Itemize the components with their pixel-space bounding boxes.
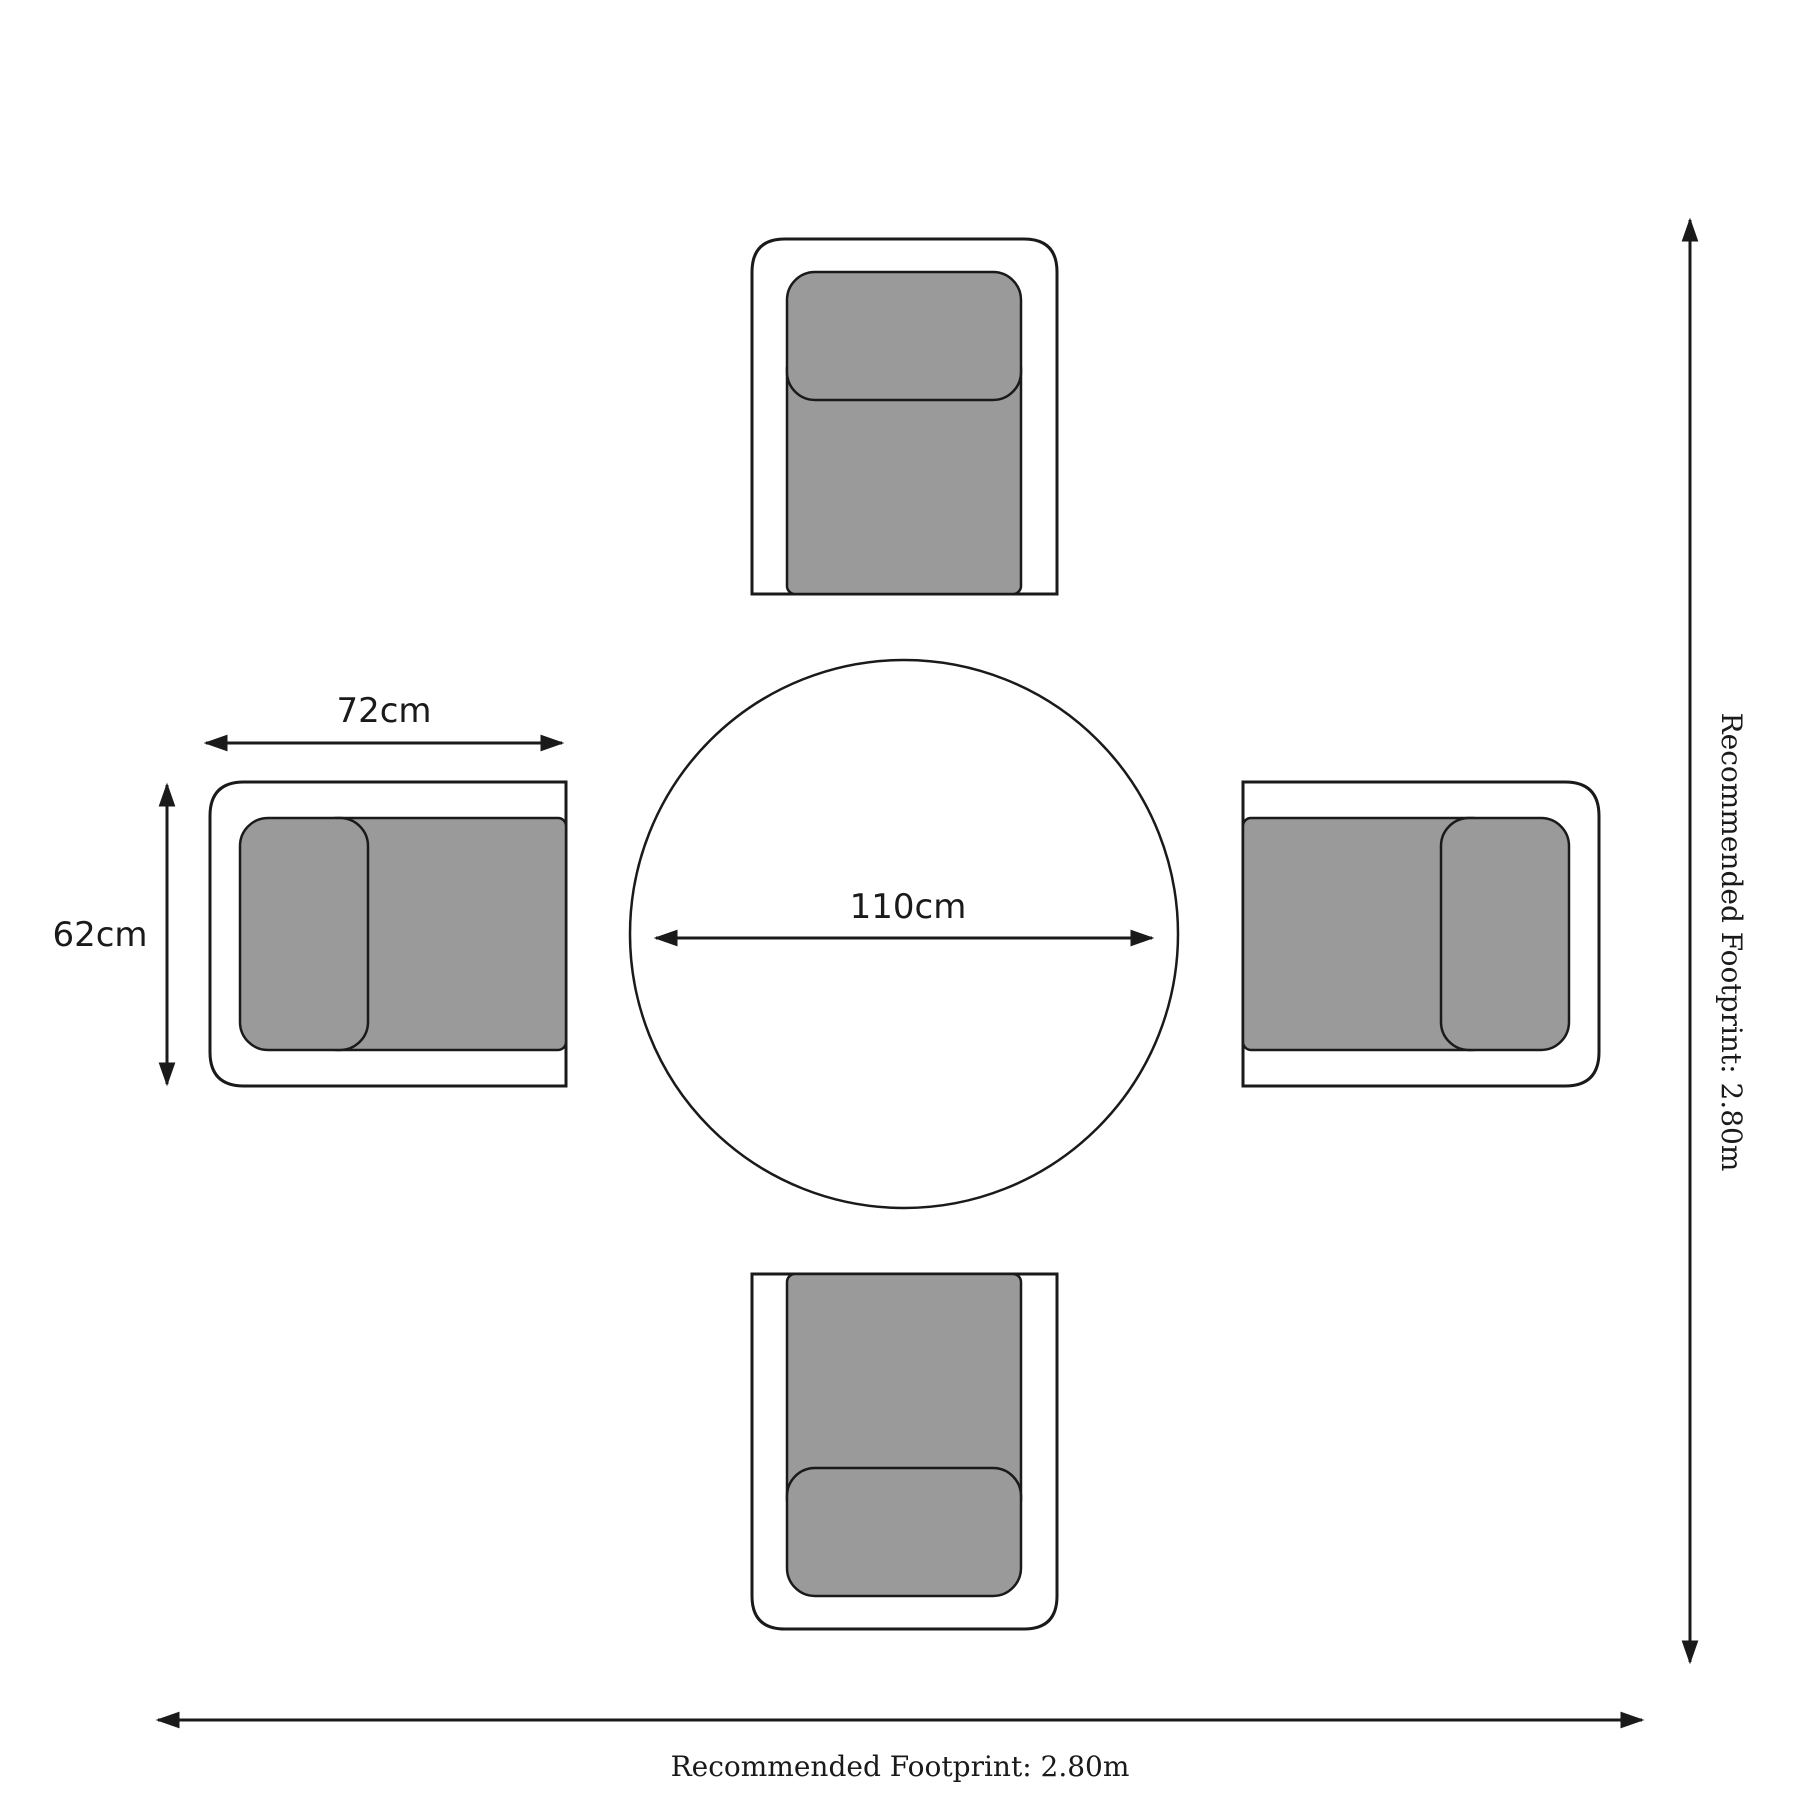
round-table — [628, 658, 1180, 1210]
chair-right-back-cushion — [1439, 816, 1571, 1052]
table-diameter-label: 110cm — [850, 887, 967, 927]
chair-top-back-cushion — [785, 270, 1023, 402]
chair-left-back-cushion — [238, 816, 370, 1052]
chair-bottom — [750, 1272, 1059, 1631]
chair-left — [208, 780, 568, 1088]
chair-right — [1241, 780, 1601, 1088]
footprint-horizontal-label: Recommended Footprint: 2.80m — [671, 1750, 1130, 1783]
chair-width-label: 72cm — [336, 691, 431, 731]
footprint-vertical-label: Recommended Footprint: 2.80m — [1715, 713, 1748, 1172]
chair-bottom-back-cushion — [785, 1466, 1023, 1598]
chair-depth-label: 62cm — [52, 915, 147, 955]
chair-top — [750, 237, 1059, 596]
